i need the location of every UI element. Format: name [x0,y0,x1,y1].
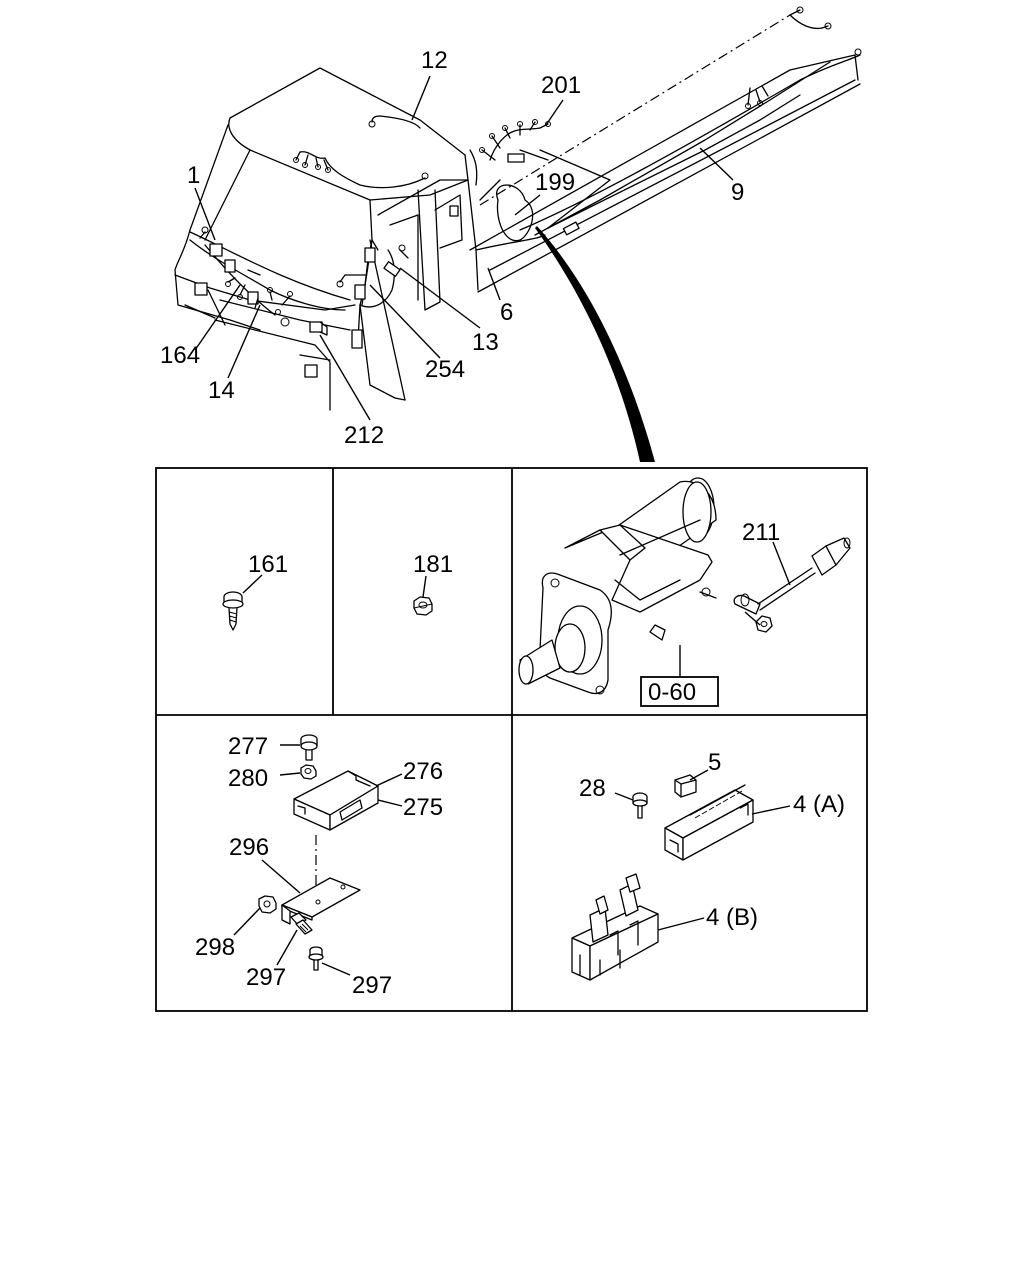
callout-164: 164 [160,342,200,369]
callout-181: 181 [413,551,453,578]
callout-212: 212 [344,422,384,449]
screw-icon [300,734,318,761]
callout-1: 1 [187,162,200,189]
screw-icon [290,912,313,935]
panel-161: 161 [222,551,288,631]
callout-280: 280 [228,765,268,792]
connector-icon [674,774,697,798]
harness-12 [293,115,429,189]
callout-277: 277 [228,733,268,760]
screw-icon [308,946,324,971]
callout-298: 298 [195,934,235,961]
nut-icon [413,596,433,616]
nut-icon [258,895,277,914]
screw-icon [632,792,648,819]
harness-14-164 [189,226,346,327]
fuse-block-icon [571,873,659,981]
callouts-top: 1 12 201 199 9 6 13 254 212 14 164 [160,47,744,449]
pressure-switch-211 [733,537,851,633]
starter-motor-icon [518,477,717,695]
callout-297b: 297 [352,972,392,999]
panel-grid [155,467,868,1012]
screw-icon [222,591,244,631]
callout-201: 201 [541,72,581,99]
callout-5: 5 [708,749,721,776]
nut-icon [300,764,317,780]
callout-254: 254 [425,356,465,383]
callout-6: 6 [500,299,513,326]
callout-12: 12 [421,47,448,74]
panel-fuse-blocks: 5 28 4 (A) [571,749,845,981]
callout-199: 199 [535,169,575,196]
callout-296: 296 [229,834,269,861]
callout-211: 211 [742,519,780,546]
fuse-block-icon [664,784,754,861]
pointer-to-starter [535,226,655,462]
callout-297a: 297 [246,964,286,991]
harness-13-254 [336,205,459,349]
harness-199 [496,149,611,242]
panel-relay-bracket: 277 280 276 275 296 [195,733,443,999]
callout-28: 28 [579,775,606,802]
relay-icon [293,770,379,831]
callout-161: 161 [248,551,288,578]
connector-icon [309,321,328,336]
chassis-frame-icon [469,14,861,293]
panel-181: 181 [413,551,453,616]
callout-4b: 4 (B) [706,904,758,931]
callout-276: 276 [403,758,443,785]
panel-starter: 211 0-60 [518,477,851,707]
harness-9 [519,6,862,236]
callout-275: 275 [403,794,443,821]
harness-201 [479,119,551,201]
callout-9: 9 [731,179,744,206]
leader-lines-top [194,75,734,421]
callout-4a: 4 (A) [793,791,845,818]
bracket-icon [281,877,361,925]
callout-14: 14 [208,377,235,404]
ref-0-60: 0-60 [648,679,696,706]
callout-13: 13 [472,329,499,356]
